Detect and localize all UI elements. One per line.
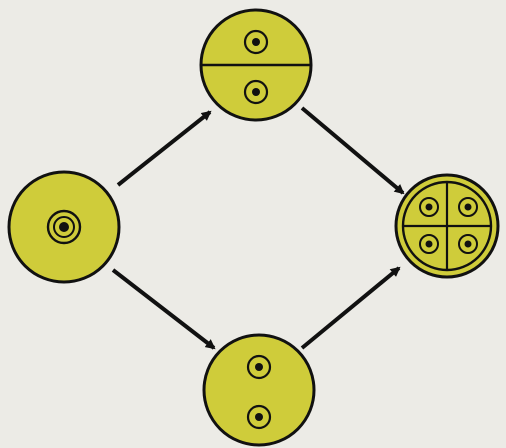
four-cell-node [394,173,500,279]
two-cell-horizontal-node [199,8,313,122]
arrow-top-to-four [300,106,405,195]
single-cell-nucleus [46,209,82,245]
two-cell-bottom-nucleus-lower [246,404,272,430]
four-cell-nucleus-bottom-left [419,234,439,254]
arrow-single-to-top [116,110,212,187]
arrow-single-to-bottom [111,268,216,350]
arrow-bottom-to-four [300,266,401,350]
two-cell-top-nucleus-lower [243,79,269,105]
four-cell-nucleus-top-left [419,197,439,217]
two-cell-open-node [202,333,316,447]
four-cell-nucleus-top-right [458,197,478,217]
two-cell-bottom-outline [202,333,316,447]
two-cell-top-nucleus-upper [243,29,269,55]
two-cell-bottom-nucleus-upper [246,354,272,380]
single-cell-node [7,170,121,284]
four-cell-nucleus-bottom-right [458,234,478,254]
